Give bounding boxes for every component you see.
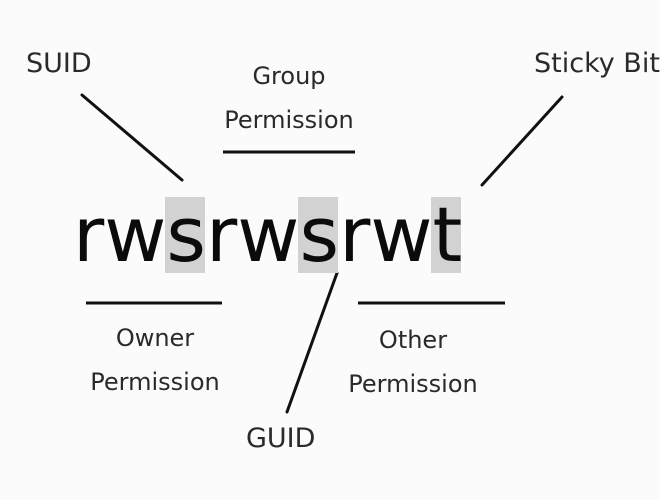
owner-label-line2: Permission (90, 368, 220, 396)
permission-char: w (104, 190, 166, 279)
other-label-line1: Other (378, 326, 448, 354)
owner-permission-label: Owner Permission (80, 316, 230, 404)
permission-char: w (237, 190, 299, 279)
guid-pointer-line (285, 271, 339, 414)
sticky-bit-label: Sticky Bit (534, 48, 660, 79)
suid-label: SUID (26, 48, 92, 79)
owner-label-line1: Owner (115, 324, 195, 352)
group-label-line2: Permission (224, 106, 354, 134)
permission-char: w (370, 190, 432, 279)
guid-label: GUID (246, 423, 316, 454)
permission-char: r (339, 190, 370, 279)
group-permission-label: Group Permission (214, 54, 364, 142)
other-permission-label: Other Permission (338, 318, 488, 406)
permission-char-special: s (298, 190, 339, 279)
permission-char: r (73, 190, 104, 279)
sticky-pointer-line (480, 95, 564, 187)
permission-char: r (206, 190, 237, 279)
other-label-line2: Permission (348, 370, 478, 398)
suid-pointer-line (80, 93, 184, 182)
group-label-line1: Group (252, 62, 326, 90)
permission-char-special: t (431, 190, 462, 279)
permission-char-special: s (165, 190, 206, 279)
